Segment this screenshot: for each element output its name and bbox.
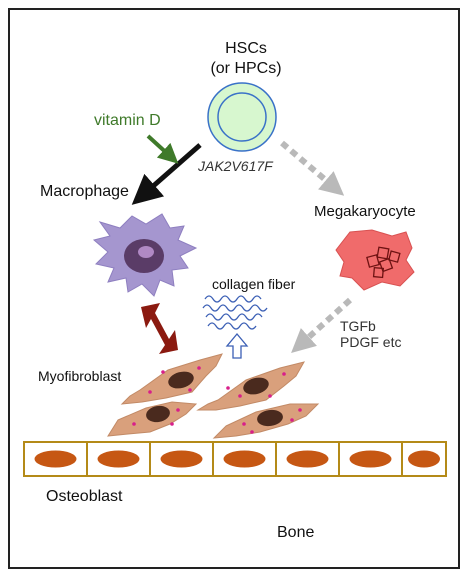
macrophage-label: Macrophage bbox=[40, 183, 129, 200]
megakaryocyte-label: Megakaryocyte bbox=[314, 203, 416, 220]
macrophage-myofibroblast-double-arrow bbox=[141, 303, 178, 354]
hsc-to-macrophage-arrow bbox=[131, 143, 202, 205]
megakaryocyte-cell bbox=[335, 229, 415, 291]
bone-label: Bone bbox=[277, 524, 315, 541]
myofibroblast-cells bbox=[107, 353, 320, 439]
collagen-production-arrow bbox=[225, 332, 249, 359]
hsc-label-alt: (or HPCs) bbox=[210, 60, 282, 77]
mutation-label: JAK2V617F bbox=[198, 158, 273, 174]
osteoblast-cell bbox=[149, 441, 214, 477]
vitamin-d-arrow bbox=[146, 134, 179, 164]
vitamin-d-label: vitamin D bbox=[94, 112, 161, 129]
collagen-fiber bbox=[202, 295, 268, 330]
macrophage-cell bbox=[92, 213, 198, 297]
osteoblast-cell bbox=[212, 441, 277, 477]
osteoblast-row bbox=[23, 441, 447, 477]
tgfb-label: TGFb bbox=[340, 318, 376, 334]
hsc-label: HSCs bbox=[225, 40, 267, 57]
osteoblast-cell bbox=[401, 441, 447, 477]
osteoblast-cell bbox=[275, 441, 340, 477]
hsc-cell bbox=[207, 82, 277, 152]
osteoblast-cell bbox=[338, 441, 403, 477]
hsc-to-megakaryocyte-arrow bbox=[280, 140, 345, 196]
collagen-label: collagen fiber bbox=[212, 276, 296, 292]
osteoblast-cell bbox=[86, 441, 151, 477]
pdgf-label: PDGF etc bbox=[340, 334, 402, 350]
osteoblast-label: Osteoblast bbox=[46, 488, 123, 505]
myofibroblast-label: Myofibroblast bbox=[38, 368, 122, 384]
osteoblast-cell bbox=[23, 441, 88, 477]
